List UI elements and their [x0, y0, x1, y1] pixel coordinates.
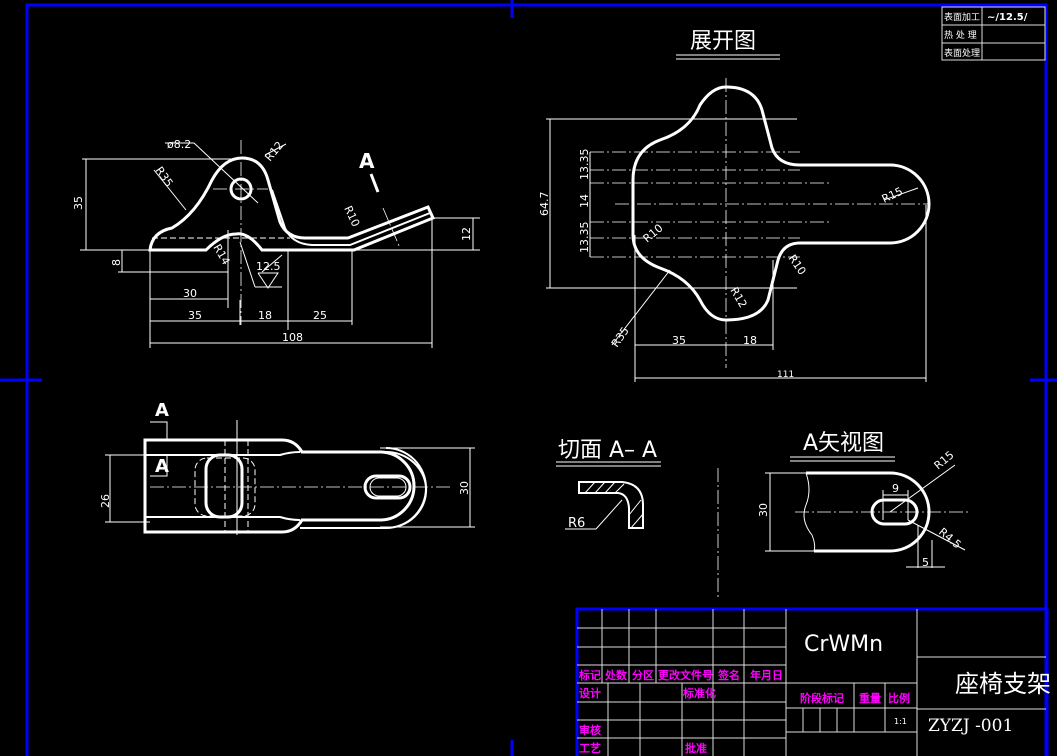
dim-18: 18	[258, 309, 272, 322]
label-sign: 签名	[717, 668, 740, 682]
dim-9: 9	[892, 482, 899, 495]
surface-label-machining: 表面加工	[944, 11, 980, 23]
label-review: 审核	[579, 723, 601, 737]
label-date: 年月日	[750, 668, 783, 682]
title-block: 标记 处数 分区 更改文件号 签名 年月日 设计 标准化 审核 工艺 批准 阶段…	[575, 607, 1051, 756]
label-stage: 阶段标记	[800, 691, 844, 705]
dim-14: 14	[578, 194, 591, 208]
surface-label-treatment: 表面处理	[944, 47, 980, 59]
part-name: 座椅支架	[955, 670, 1051, 698]
dim-35: 35	[672, 334, 686, 347]
label-design: 设计	[579, 686, 601, 700]
dim-13-35-top: 13.35	[578, 149, 591, 181]
label-mark: 标记	[578, 668, 601, 682]
dim-8: 8	[110, 259, 123, 266]
dim-13-35-bottom: 13.35	[578, 222, 591, 254]
dim-64-7: 64.7	[538, 192, 551, 217]
label-count: 处数	[604, 668, 628, 682]
view-arrow	[369, 173, 380, 193]
section-marker-a-top: A	[155, 400, 169, 421]
unfolded-title: 展开图	[690, 29, 756, 54]
dim-30: 30	[458, 481, 471, 495]
section-title: 切面 A– A	[558, 438, 657, 463]
dim-111: 111	[777, 370, 794, 380]
label-process: 工艺	[579, 741, 601, 755]
radius-r6: R6	[568, 516, 585, 531]
label-change-doc: 更改文件号	[658, 668, 713, 682]
front-view: 35 8 30 35 18 25 108 12 ø8.2 R12 R35 R10…	[72, 138, 480, 348]
dim-30: 30	[757, 503, 770, 517]
dim-30: 30	[183, 287, 197, 300]
scale-value: 1:1	[894, 717, 907, 726]
label-weight: 重量	[859, 691, 881, 705]
drawing-number: ZYZJ -001	[928, 716, 1013, 736]
drawing-frame	[25, 3, 1048, 756]
surface-label-heat: 热 处 理	[944, 29, 977, 41]
label-zone: 分区	[632, 668, 654, 682]
dim-26: 26	[99, 494, 112, 508]
roughness-label: 12.5	[256, 260, 281, 273]
label-standard: 标准化	[682, 686, 716, 700]
view-direction-a-label: A	[359, 149, 375, 173]
surface-treatment-table: 表面加工 ~/12.5/ 热 处 理 表面处理	[941, 6, 1046, 61]
section-a-a: 切面 A– A R6	[556, 438, 661, 531]
material-text: CrWMn	[804, 632, 883, 657]
a-direction-view: A矢视图 30 9 5 R15 R4.5	[757, 431, 970, 569]
dim-12: 12	[460, 227, 473, 241]
hole-diameter-label: ø8.2	[167, 138, 191, 151]
dim-25: 25	[313, 309, 327, 322]
section-marker-a-bottom: A	[155, 456, 169, 477]
dim-18: 18	[743, 334, 757, 347]
dim-5: 5	[922, 556, 929, 569]
label-ratio: 比例	[888, 691, 910, 705]
surface-roughness-value: ~/12.5/	[987, 12, 1028, 23]
a-view-title: A矢视图	[803, 431, 884, 456]
dim-108: 108	[282, 331, 303, 344]
dim-35: 35	[188, 309, 202, 322]
dim-height-35: 35	[72, 196, 85, 210]
label-approve: 批准	[685, 741, 707, 755]
top-view: A A 26 30	[99, 400, 475, 535]
